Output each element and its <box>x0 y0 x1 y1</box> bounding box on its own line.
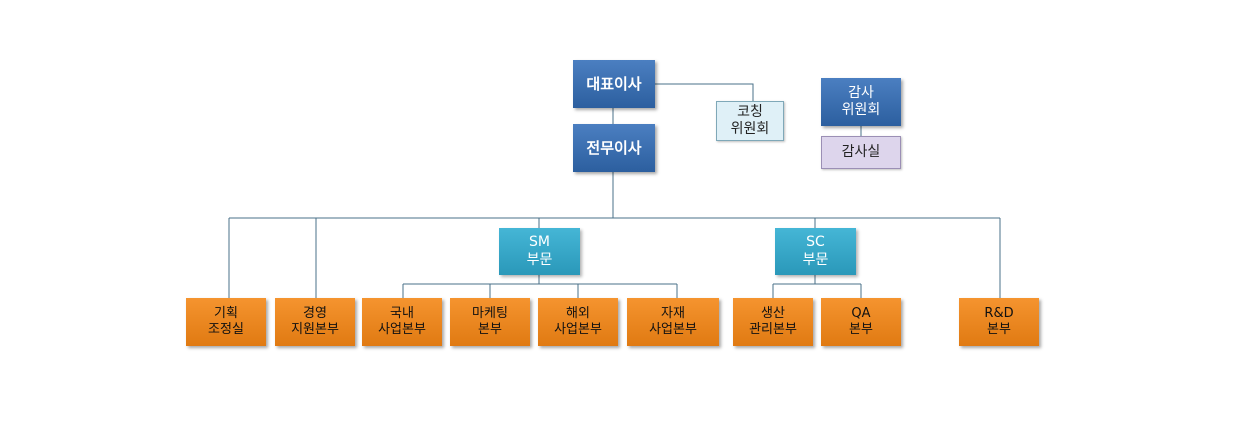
materials-business-dept-box: 자재 사업본부 <box>627 298 719 346</box>
sm-division-box: SM 부문 <box>499 228 580 275</box>
coaching-committee-box: 코칭 위원회 <box>716 101 784 141</box>
ceo-box: 대표이사 <box>573 60 655 108</box>
rnd-dept-box: R&D 본부 <box>959 298 1039 346</box>
overseas-business-dept-box: 해외 사업본부 <box>538 298 618 346</box>
planning-dept-box: 기획 조정실 <box>186 298 266 346</box>
management-support-dept-box: 경영 지원본부 <box>275 298 355 346</box>
domestic-business-dept-box: 국내 사업본부 <box>362 298 442 346</box>
production-management-dept-box: 생산 관리본부 <box>733 298 813 346</box>
audit-office-box: 감사실 <box>821 136 901 169</box>
qa-dept-box: QA 본부 <box>821 298 901 346</box>
audit-committee-box: 감사 위원회 <box>821 78 901 126</box>
marketing-dept-box: 마케팅 본부 <box>450 298 530 346</box>
sc-division-box: SC 부문 <box>775 228 856 275</box>
managing-director-box: 전무이사 <box>573 124 655 172</box>
